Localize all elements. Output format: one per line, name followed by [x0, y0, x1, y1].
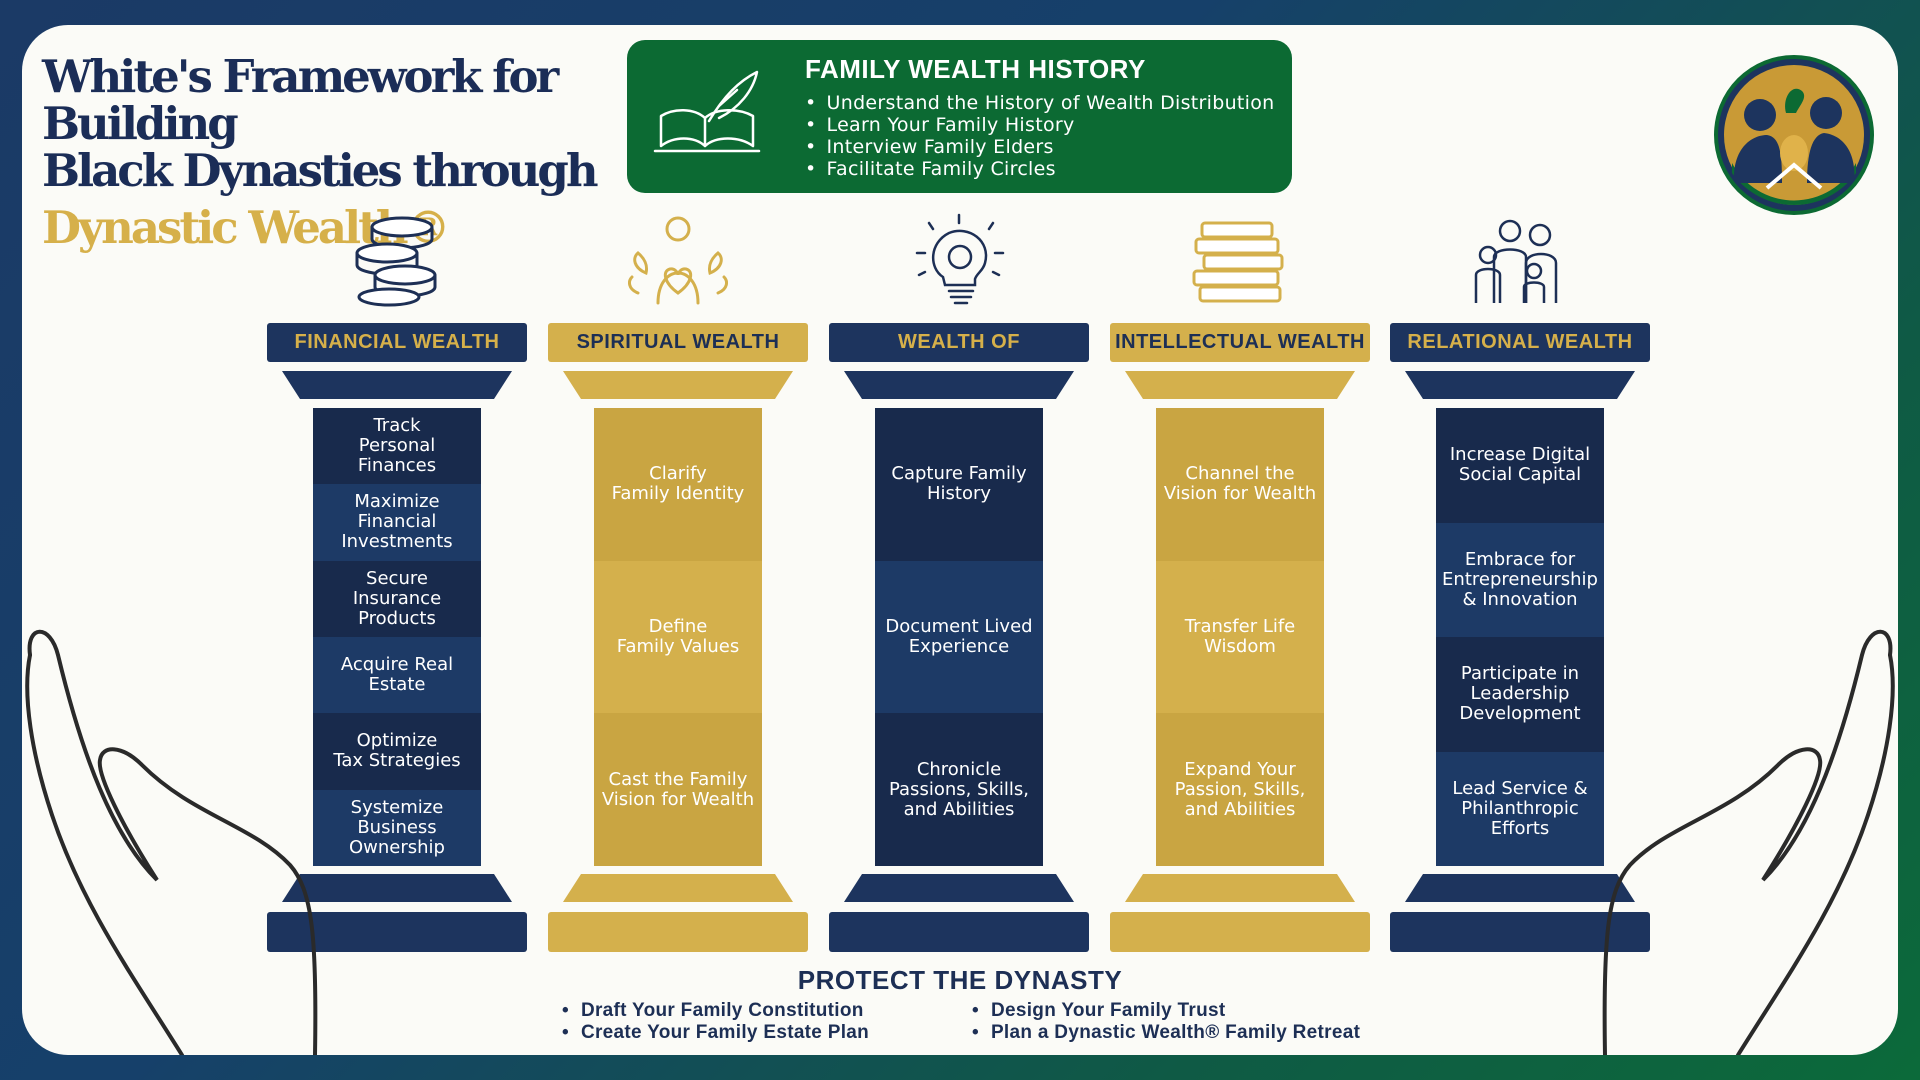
pillar-capital	[844, 371, 1074, 399]
protect-item: Plan a Dynastic Wealth® Family Retreat	[972, 1022, 1360, 1044]
coins-icon	[347, 213, 447, 313]
pillar-cell: Acquire Real Estate	[313, 636, 481, 714]
title-line-2: Black Dynasties through	[42, 144, 599, 197]
protect-item: Design Your Family Trust	[972, 1000, 1360, 1022]
left-hand-illustration	[25, 629, 318, 1055]
history-item: Interview Family Elders	[805, 136, 1275, 158]
framework-card: White's Framework for Building Black Dyn…	[22, 25, 1898, 1055]
pillar-base	[829, 912, 1089, 952]
pillar-capital	[1125, 371, 1355, 399]
protect-item: Create Your Family Estate Plan	[562, 1022, 869, 1044]
pillar-cell: Chronicle Passions, Skills, and Abilitie…	[875, 713, 1043, 867]
spiritual-person-icon	[628, 213, 728, 313]
pillar-heading: FINANCIAL WEALTH	[267, 323, 527, 362]
pillar-cell: Clarify Family Identity	[594, 408, 762, 561]
history-item: Facilitate Family Circles	[805, 158, 1275, 180]
pillar-base-top	[563, 874, 793, 902]
family-wealth-history-box: FAMILY WEALTH HISTORY Understand the His…	[627, 40, 1292, 193]
pillar-heading: RELATIONAL WEALTH	[1390, 323, 1650, 362]
pillar-cell: Participate in Leadership Development	[1436, 637, 1604, 752]
lightbulb-brain-icon	[909, 213, 1009, 313]
right-hand-illustration	[1602, 629, 1895, 1055]
pillar-cell: Cast the Family Vision for Wealth	[594, 713, 762, 867]
pillar-capital	[1405, 371, 1635, 399]
pillar-base-top	[1125, 874, 1355, 902]
pillar-base	[548, 912, 808, 952]
page-title: White's Framework for Building Black Dyn…	[42, 53, 602, 251]
pillar-base	[1110, 912, 1370, 952]
pillar-cell: Track Personal Finances	[313, 408, 481, 485]
protect-list-right: Design Your Family Trust Plan a Dynastic…	[972, 1000, 1360, 1044]
title-line-1: White's Framework for Building	[42, 50, 559, 150]
pillar-cell: Lead Service & Philanthropic Efforts	[1436, 751, 1604, 866]
history-list: Understand the History of Wealth Distrib…	[805, 92, 1275, 180]
books-icon	[1190, 213, 1290, 313]
family-icon	[1470, 213, 1570, 313]
protect-item: Draft Your Family Constitution	[562, 1000, 869, 1022]
pillar-cell: Embrace for Entrepreneurship & Innovatio…	[1436, 522, 1604, 637]
pillar-cell: Secure Insurance Products	[313, 560, 481, 637]
pillar-cell: Systemize Business Ownership	[313, 789, 481, 866]
pillar-heading: SPIRITUAL WEALTH	[548, 323, 808, 362]
pillar-cell: Maximize Financial Investments	[313, 484, 481, 561]
book-quill-icon	[653, 70, 761, 153]
pillar-heading: INTELLECTUAL WEALTH	[1110, 323, 1370, 362]
pillar-cell: Capture Family History	[875, 408, 1043, 561]
protect-list-left: Draft Your Family Constitution Create Yo…	[562, 1000, 869, 1044]
dynasty-logo	[1714, 55, 1874, 215]
pillar-cell: Document Lived Experience	[875, 560, 1043, 714]
pillar-cell: Channel the Vision for Wealth	[1156, 408, 1324, 561]
pillar-base-top	[282, 874, 512, 902]
history-heading: FAMILY WEALTH HISTORY	[805, 54, 1146, 84]
pillar-capital	[563, 371, 793, 399]
pillar-base-top	[844, 874, 1074, 902]
pillar-cell: Expand Your Passion, Skills, and Abiliti…	[1156, 713, 1324, 867]
pillar-heading: WEALTH OF KNOWLEDGE	[829, 323, 1089, 392]
protect-heading: PROTECT THE DYNASTY	[797, 965, 1123, 995]
pillar-cell: Increase Digital Social Capital	[1436, 408, 1604, 523]
pillar-cell: Optimize Tax Strategies	[313, 713, 481, 790]
pillar-capital	[282, 371, 512, 399]
history-item: Learn Your Family History	[805, 114, 1275, 136]
title-line-3: Dynastic Wealth®	[42, 201, 451, 254]
pillar-base-top	[1405, 874, 1635, 902]
history-item: Understand the History of Wealth Distrib…	[805, 92, 1275, 114]
pillar-cell: Define Family Values	[594, 560, 762, 714]
pillar-cell: Transfer Life Wisdom	[1156, 560, 1324, 714]
